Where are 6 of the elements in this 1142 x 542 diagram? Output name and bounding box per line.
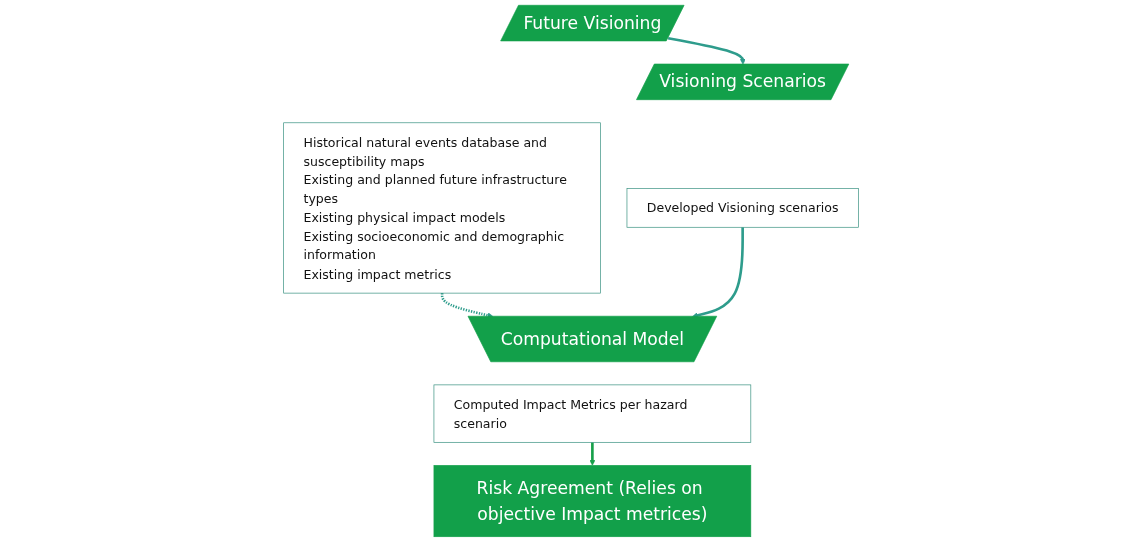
arrow [667, 36, 746, 65]
node-box: Historical natural events database and susceptibility maps Existing and planned future infrastructure types Existing physical impact models Existing socioeconomic and demographic information Existing impact metrics [283, 122, 601, 294]
node-box: Developed Visioning scenarios [626, 188, 859, 228]
node-box: Computed Impact Metrics per hazard scenario [433, 384, 752, 443]
arrow [589, 442, 596, 466]
node-box: Risk Agreement (Relies on objective Impact metrices) [433, 465, 752, 538]
